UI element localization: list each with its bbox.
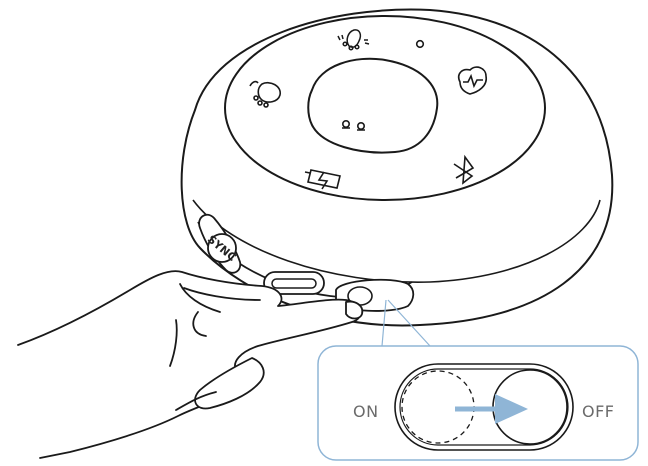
callout-box: ON OFF xyxy=(318,346,638,460)
device-body xyxy=(182,10,613,326)
on-label: ON xyxy=(353,402,379,421)
center-button[interactable] xyxy=(308,59,437,153)
off-label: OFF xyxy=(582,402,615,421)
